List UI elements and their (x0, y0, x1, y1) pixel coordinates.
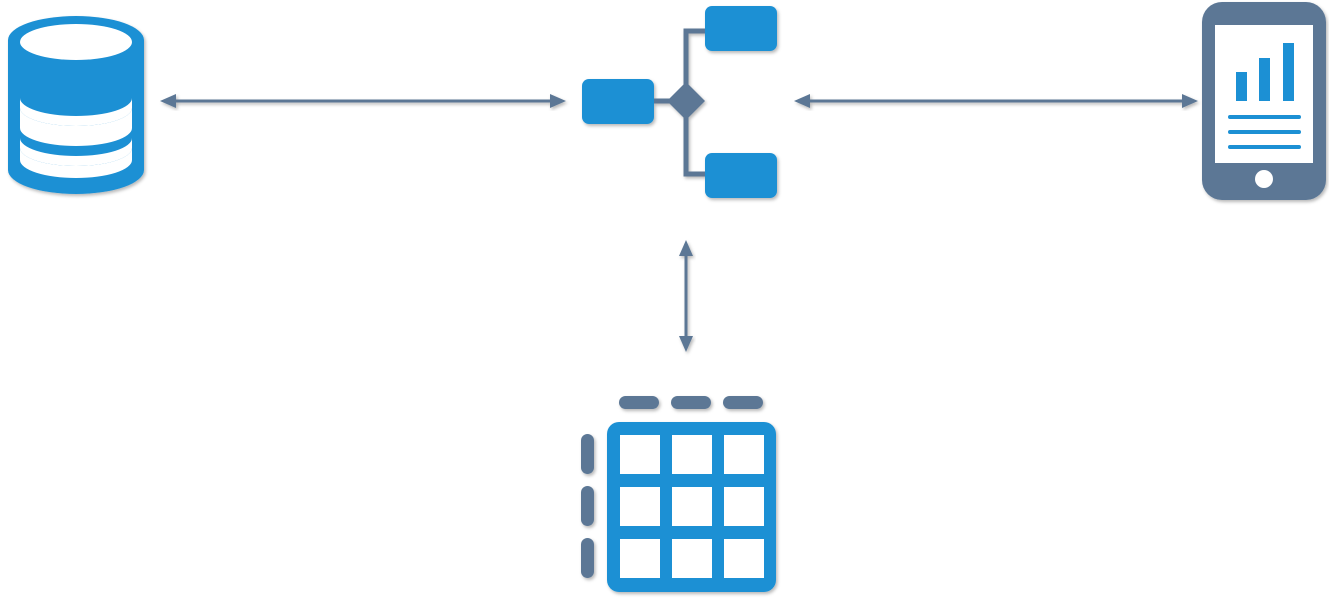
mobile-analytics-icon (1202, 2, 1326, 200)
decision-flow-icon (582, 6, 777, 198)
arrow-database-workflow (160, 94, 566, 108)
database-icon (8, 16, 144, 194)
arrow-workflow-grid (679, 240, 693, 352)
table-grid-icon (581, 396, 776, 592)
arrow-workflow-mobile (794, 94, 1198, 108)
